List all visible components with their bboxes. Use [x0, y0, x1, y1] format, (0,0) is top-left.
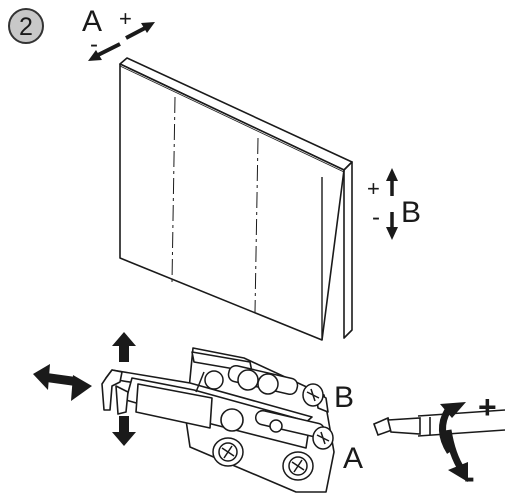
hinge-label-b: B: [334, 381, 354, 414]
arrow-down-icon: [386, 227, 398, 240]
door-divider-left: [171, 96, 176, 283]
arrow-up-right-icon: [141, 22, 155, 33]
depth-minus-sign: -: [90, 31, 98, 58]
screwdriver: [372, 409, 505, 437]
hinge-detail: B A: [33, 332, 363, 493]
rotate-minus-sign: -: [464, 459, 475, 495]
rotate-plus-sign: +: [478, 389, 497, 425]
height-plus-sign: +: [367, 176, 380, 201]
base-screw-left: [212, 437, 244, 467]
height-minus-sign: -: [372, 204, 380, 231]
height-label: B: [401, 196, 421, 229]
step-number: 2: [19, 13, 33, 41]
mirror-cabinet: [119, 57, 353, 341]
base-screw-right: [282, 451, 314, 481]
hinge-up-arrow-icon: [112, 332, 136, 362]
depth-plus-sign: +: [119, 6, 132, 31]
arrow-up-icon: [386, 168, 398, 181]
rotation-indicator: + -: [439, 389, 497, 495]
depth-label: A: [82, 5, 102, 38]
hinge-label-a: A: [343, 442, 363, 475]
rotate-clockwise-icon: [439, 408, 454, 454]
hinge-pivot-cap: [220, 408, 244, 432]
hinge-horizontal-arrow-icon: [33, 364, 92, 401]
depth-adjust-indicator: A + -: [82, 5, 155, 61]
screw-a: [254, 409, 334, 450]
cabinet-front: [119, 63, 345, 341]
hinge-down-arrow-icon: [112, 416, 136, 446]
door-divider-right: [254, 137, 259, 313]
screw-b: [195, 364, 324, 407]
arrow-down-left-icon: [88, 50, 102, 61]
step-badge: 2: [8, 8, 44, 44]
height-adjust-indicator: + - B: [367, 168, 421, 240]
